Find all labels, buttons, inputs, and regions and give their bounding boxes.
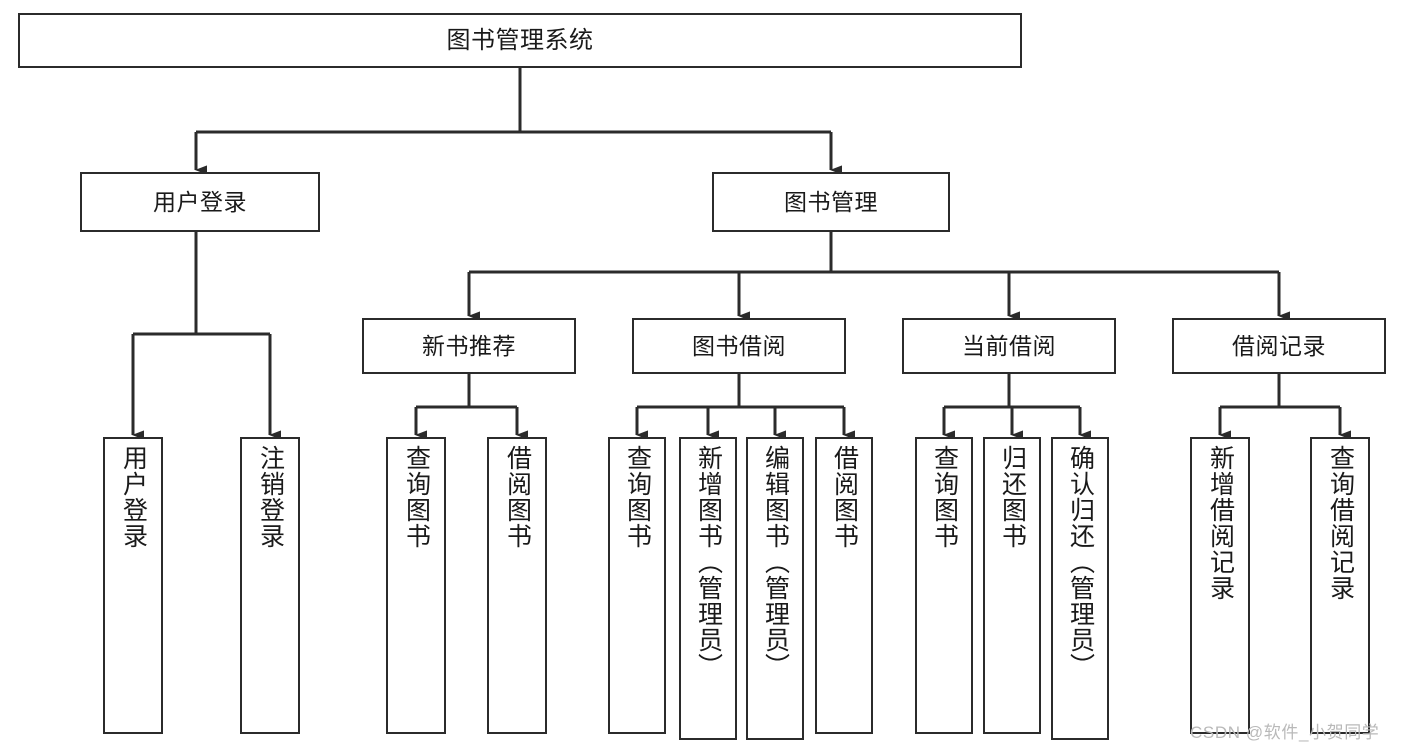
csdn-watermark: CSDN @软件_小贺同学 xyxy=(1190,723,1380,742)
node-root[interactable]: 图书管理系统 xyxy=(18,13,1022,68)
node-book-management-label: 图书管理 xyxy=(784,188,878,215)
leaf-query-borrow-record[interactable]: 查询借阅记录 xyxy=(1310,437,1370,734)
node-new-book-recommend[interactable]: 新书推荐 xyxy=(362,318,576,374)
leaf-user-login[interactable]: 用户登录 xyxy=(103,437,163,734)
node-user-login[interactable]: 用户登录 xyxy=(80,172,320,232)
leaf-add-borrow-record[interactable]: 新增借阅记录 xyxy=(1190,437,1250,734)
leaf-return-book[interactable]: 归还图书 xyxy=(983,437,1041,734)
leaf-borrow-book-newbook[interactable]: 借阅图书 xyxy=(487,437,547,734)
node-borrow-record[interactable]: 借阅记录 xyxy=(1172,318,1386,374)
leaf-confirm-return-admin-label: 确认归还（管理员） xyxy=(1066,445,1095,679)
leaf-add-book-admin-label: 新增图书（管理员） xyxy=(694,445,723,679)
node-book-management[interactable]: 图书管理 xyxy=(712,172,950,232)
node-current-borrow[interactable]: 当前借阅 xyxy=(902,318,1116,374)
leaf-logout[interactable]: 注销登录 xyxy=(240,437,300,734)
node-new-book-recommend-label: 新书推荐 xyxy=(422,332,516,359)
leaf-confirm-return-admin[interactable]: 确认归还（管理员） xyxy=(1051,437,1109,740)
leaf-query-book-borrow[interactable]: 查询图书 xyxy=(608,437,666,734)
node-current-borrow-label: 当前借阅 xyxy=(962,332,1056,359)
leaf-query-book-borrow-label: 查询图书 xyxy=(623,445,652,549)
node-borrow-record-label: 借阅记录 xyxy=(1232,332,1326,359)
leaf-add-book-admin[interactable]: 新增图书（管理员） xyxy=(679,437,737,740)
node-book-borrow-label: 图书借阅 xyxy=(692,332,786,359)
node-book-borrow[interactable]: 图书借阅 xyxy=(632,318,846,374)
leaf-query-borrow-record-label: 查询借阅记录 xyxy=(1326,445,1355,601)
leaf-edit-book-admin-label: 编辑图书（管理员） xyxy=(761,445,790,679)
leaf-borrow-book-label: 借阅图书 xyxy=(830,445,859,549)
leaf-query-book-current-label: 查询图书 xyxy=(930,445,959,549)
leaf-return-book-label: 归还图书 xyxy=(998,445,1027,549)
leaf-logout-label: 注销登录 xyxy=(256,445,285,549)
leaf-query-book-current[interactable]: 查询图书 xyxy=(915,437,973,734)
leaf-query-book-newbook-label: 查询图书 xyxy=(402,445,431,549)
node-user-login-label: 用户登录 xyxy=(153,188,247,215)
leaf-edit-book-admin[interactable]: 编辑图书（管理员） xyxy=(746,437,804,740)
leaf-borrow-book-newbook-label: 借阅图书 xyxy=(503,445,532,549)
leaf-add-borrow-record-label: 新增借阅记录 xyxy=(1206,445,1235,601)
node-root-label: 图书管理系统 xyxy=(446,26,594,54)
leaf-query-book-newbook[interactable]: 查询图书 xyxy=(386,437,446,734)
leaf-borrow-book[interactable]: 借阅图书 xyxy=(815,437,873,734)
leaf-user-login-label: 用户登录 xyxy=(119,445,148,549)
